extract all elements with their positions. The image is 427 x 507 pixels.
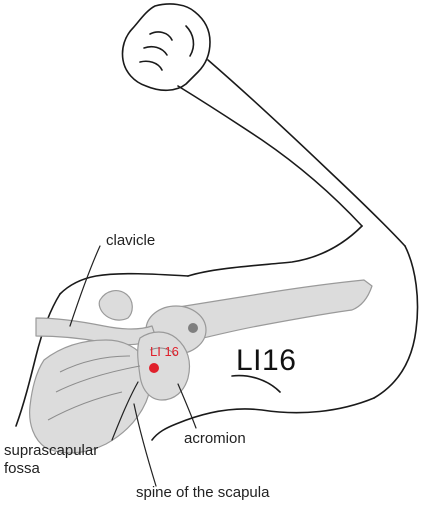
scapula-fossa-line	[59, 355, 131, 373]
back-outline	[15, 293, 61, 427]
suprascapular-label-line2: fossa	[4, 460, 40, 477]
acromion-leader-line	[177, 383, 197, 429]
acupoint-marker-label: LI 16	[150, 344, 179, 359]
acromion-bone	[137, 331, 191, 401]
leader-lines	[69, 245, 197, 487]
elbow-curve	[373, 245, 419, 399]
spine-of-scapula-ridge	[55, 365, 141, 393]
clavicle-label: clavicle	[106, 232, 156, 249]
acromion-label: acromion	[184, 430, 246, 447]
suprascapular-label-line1: suprascapular	[4, 442, 99, 459]
forearm-inner-edge	[177, 85, 363, 227]
suprascapular-leader-line	[111, 381, 139, 441]
acupoint-title: LI16	[236, 344, 297, 377]
bone-group	[29, 279, 373, 454]
finger-fold-1	[149, 31, 173, 41]
acupoint-li16-dot	[149, 363, 159, 373]
biceps-curve	[187, 225, 363, 277]
arm-outline	[15, 3, 419, 441]
scapula-lower-line	[47, 391, 123, 421]
clavicle-leader-line	[69, 245, 101, 327]
humerus-bone	[159, 279, 373, 347]
shoulder-top-outline	[59, 272, 189, 295]
glenoid-line	[149, 347, 177, 357]
coracoid-process	[98, 290, 133, 321]
finger-fold-3	[139, 60, 163, 71]
fist-outline	[121, 3, 211, 92]
spine-leader-line	[133, 403, 157, 487]
secondary-point-dot	[188, 323, 198, 333]
spine-of-scapula-label: spine of the scapula	[136, 484, 270, 501]
bone-detail-lines	[47, 347, 177, 421]
scapula-bone	[29, 339, 152, 454]
underarm-edge	[151, 397, 375, 441]
thumb-fold	[185, 25, 195, 57]
forearm-outer-edge	[207, 59, 406, 247]
armpit-crease	[231, 374, 281, 393]
finger-fold-2	[143, 45, 168, 56]
